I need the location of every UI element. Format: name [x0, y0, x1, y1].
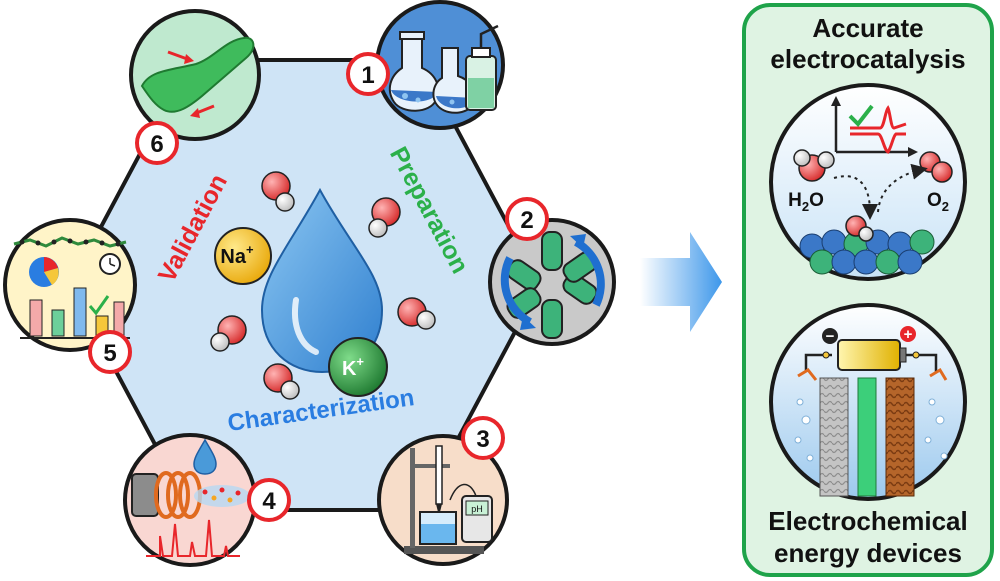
titration-ph-meter-icon: pH: [404, 445, 493, 554]
plus-sign: +: [904, 326, 913, 343]
electrode-anode: [819, 377, 849, 497]
water-molecule-icon: [263, 363, 300, 400]
step-3-badge: 3: [461, 416, 505, 460]
glassware-icon: [388, 24, 499, 114]
catalyst-surface: [799, 215, 935, 275]
step-1-glassware: [375, 0, 505, 130]
step-5-number: 5: [103, 340, 116, 367]
water-molecule-icon: [368, 197, 401, 238]
step-5-analysis: [3, 218, 137, 352]
potassium-charge: +: [356, 354, 364, 369]
step-5-badge: 5: [88, 330, 132, 374]
step-1-badge: 1: [346, 52, 390, 96]
reactant-formula: H2O: [788, 190, 824, 214]
stirring-tubes-icon: [500, 231, 605, 339]
step-4-number: 4: [262, 488, 276, 515]
energy-device-illustration: − +: [769, 303, 967, 501]
right-arrow-icon: [640, 232, 722, 332]
energy-devices-title-line2: energy devices: [774, 538, 962, 568]
step-2-badge: 2: [505, 197, 549, 241]
potassium-ion: K+: [328, 337, 388, 397]
electrocatalysis-title-line1: Accurate: [812, 13, 923, 43]
water-molecule-icon: [210, 315, 247, 352]
water-molecule-icon: [397, 297, 436, 330]
water-drop-icon: [260, 187, 384, 374]
cyclic-voltammogram-icon: [140, 36, 255, 118]
step-4-spectroscopy: [123, 433, 257, 567]
step-2-number: 2: [520, 207, 533, 234]
water-molecule-icon: [793, 149, 835, 182]
step-1-number: 1: [361, 62, 374, 89]
sodium-charge: +: [246, 242, 254, 257]
step-4-badge: 4: [247, 478, 291, 522]
potassium-symbol: K: [342, 358, 357, 380]
step-2-stirring: [488, 218, 616, 346]
svg-text:K+: K+: [342, 354, 364, 380]
energy-devices-title-line1: Electrochemical: [768, 506, 967, 536]
minus-terminal-icon: [822, 328, 838, 344]
step-6-badge: 6: [135, 121, 179, 165]
cv-trace-icon: [850, 105, 907, 154]
water-molecule-icon: [261, 171, 295, 212]
electrocatalysis-title-line2: electrocatalysis: [770, 44, 965, 74]
step-6-voltammetry: [129, 9, 261, 141]
step-3-titration: pH: [377, 434, 509, 566]
product-formula: O2: [927, 190, 949, 214]
svg-text:pH: pH: [471, 504, 483, 514]
minus-sign: −: [826, 328, 835, 345]
step-6-number: 6: [150, 131, 163, 158]
icp-spectrometer-icon: [131, 438, 250, 557]
sodium-ion: Na+: [214, 227, 272, 285]
check-icon: [848, 104, 874, 128]
plus-terminal-icon: [900, 326, 916, 342]
step-3-number: 3: [476, 426, 489, 453]
svg-text:Na+: Na+: [220, 242, 254, 268]
electrocatalysis-illustration: H2O O2: [769, 83, 967, 281]
data-analysis-icon: [13, 236, 130, 339]
electrode-cathode: [885, 377, 915, 497]
membrane: [857, 377, 877, 497]
sodium-symbol: Na: [220, 246, 246, 268]
